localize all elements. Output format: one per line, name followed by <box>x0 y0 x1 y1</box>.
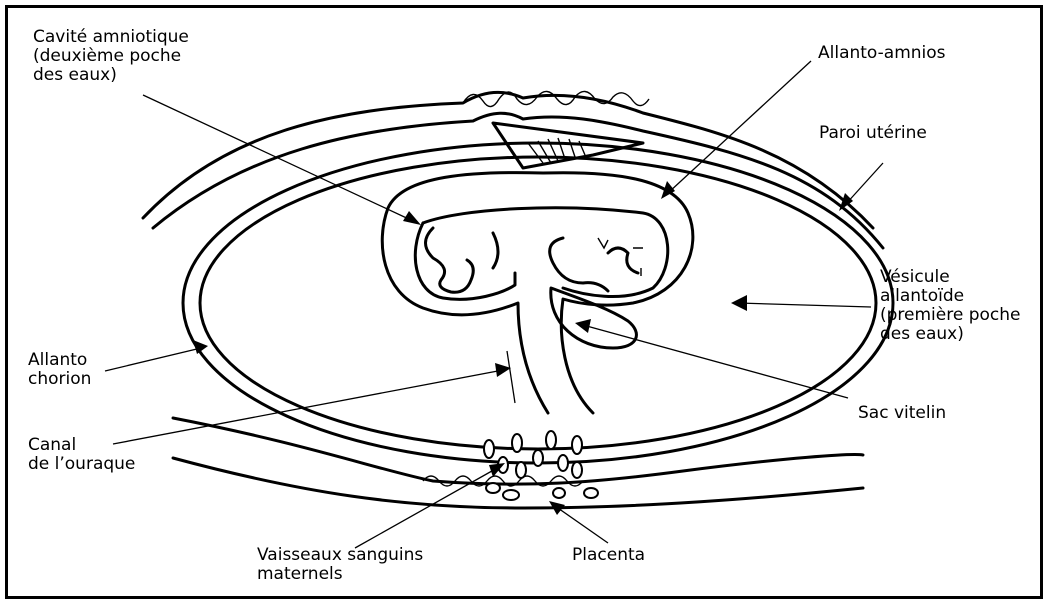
embryo-arm <box>493 233 498 268</box>
embryo-detail <box>598 238 643 276</box>
label-vaisseaux-sanguins: Vaisseaux sanguins maternels <box>257 546 423 584</box>
label-allanto-amnios: Allanto-amnios <box>818 44 946 63</box>
label-canal-ouraque: Canal de l’ouraque <box>28 436 135 474</box>
label-cavite-amniotique: Cavité amniotique (deuxième poche des ea… <box>33 28 189 85</box>
diagram-frame: Cavité amniotique (deuxième poche des ea… <box>5 5 1043 599</box>
amnion-inner <box>423 208 668 297</box>
uterine-wall-inner <box>153 113 883 248</box>
arrows <box>105 61 883 548</box>
label-placenta: Placenta <box>572 546 645 565</box>
allantochorion-inner <box>200 157 876 449</box>
embryo-tail <box>608 248 638 273</box>
label-sac-vitelin: Sac vitelin <box>858 404 946 423</box>
label-allanto-chorion: Allanto chorion <box>28 351 91 389</box>
label-paroi-uterine: Paroi utérine <box>819 124 927 143</box>
embryo-body <box>550 238 608 291</box>
embryo-head <box>426 228 474 292</box>
label-vesicule-allantoide: Vésicule allantoïde (première poche des … <box>880 268 1021 344</box>
allantochorion-outer <box>183 143 893 463</box>
